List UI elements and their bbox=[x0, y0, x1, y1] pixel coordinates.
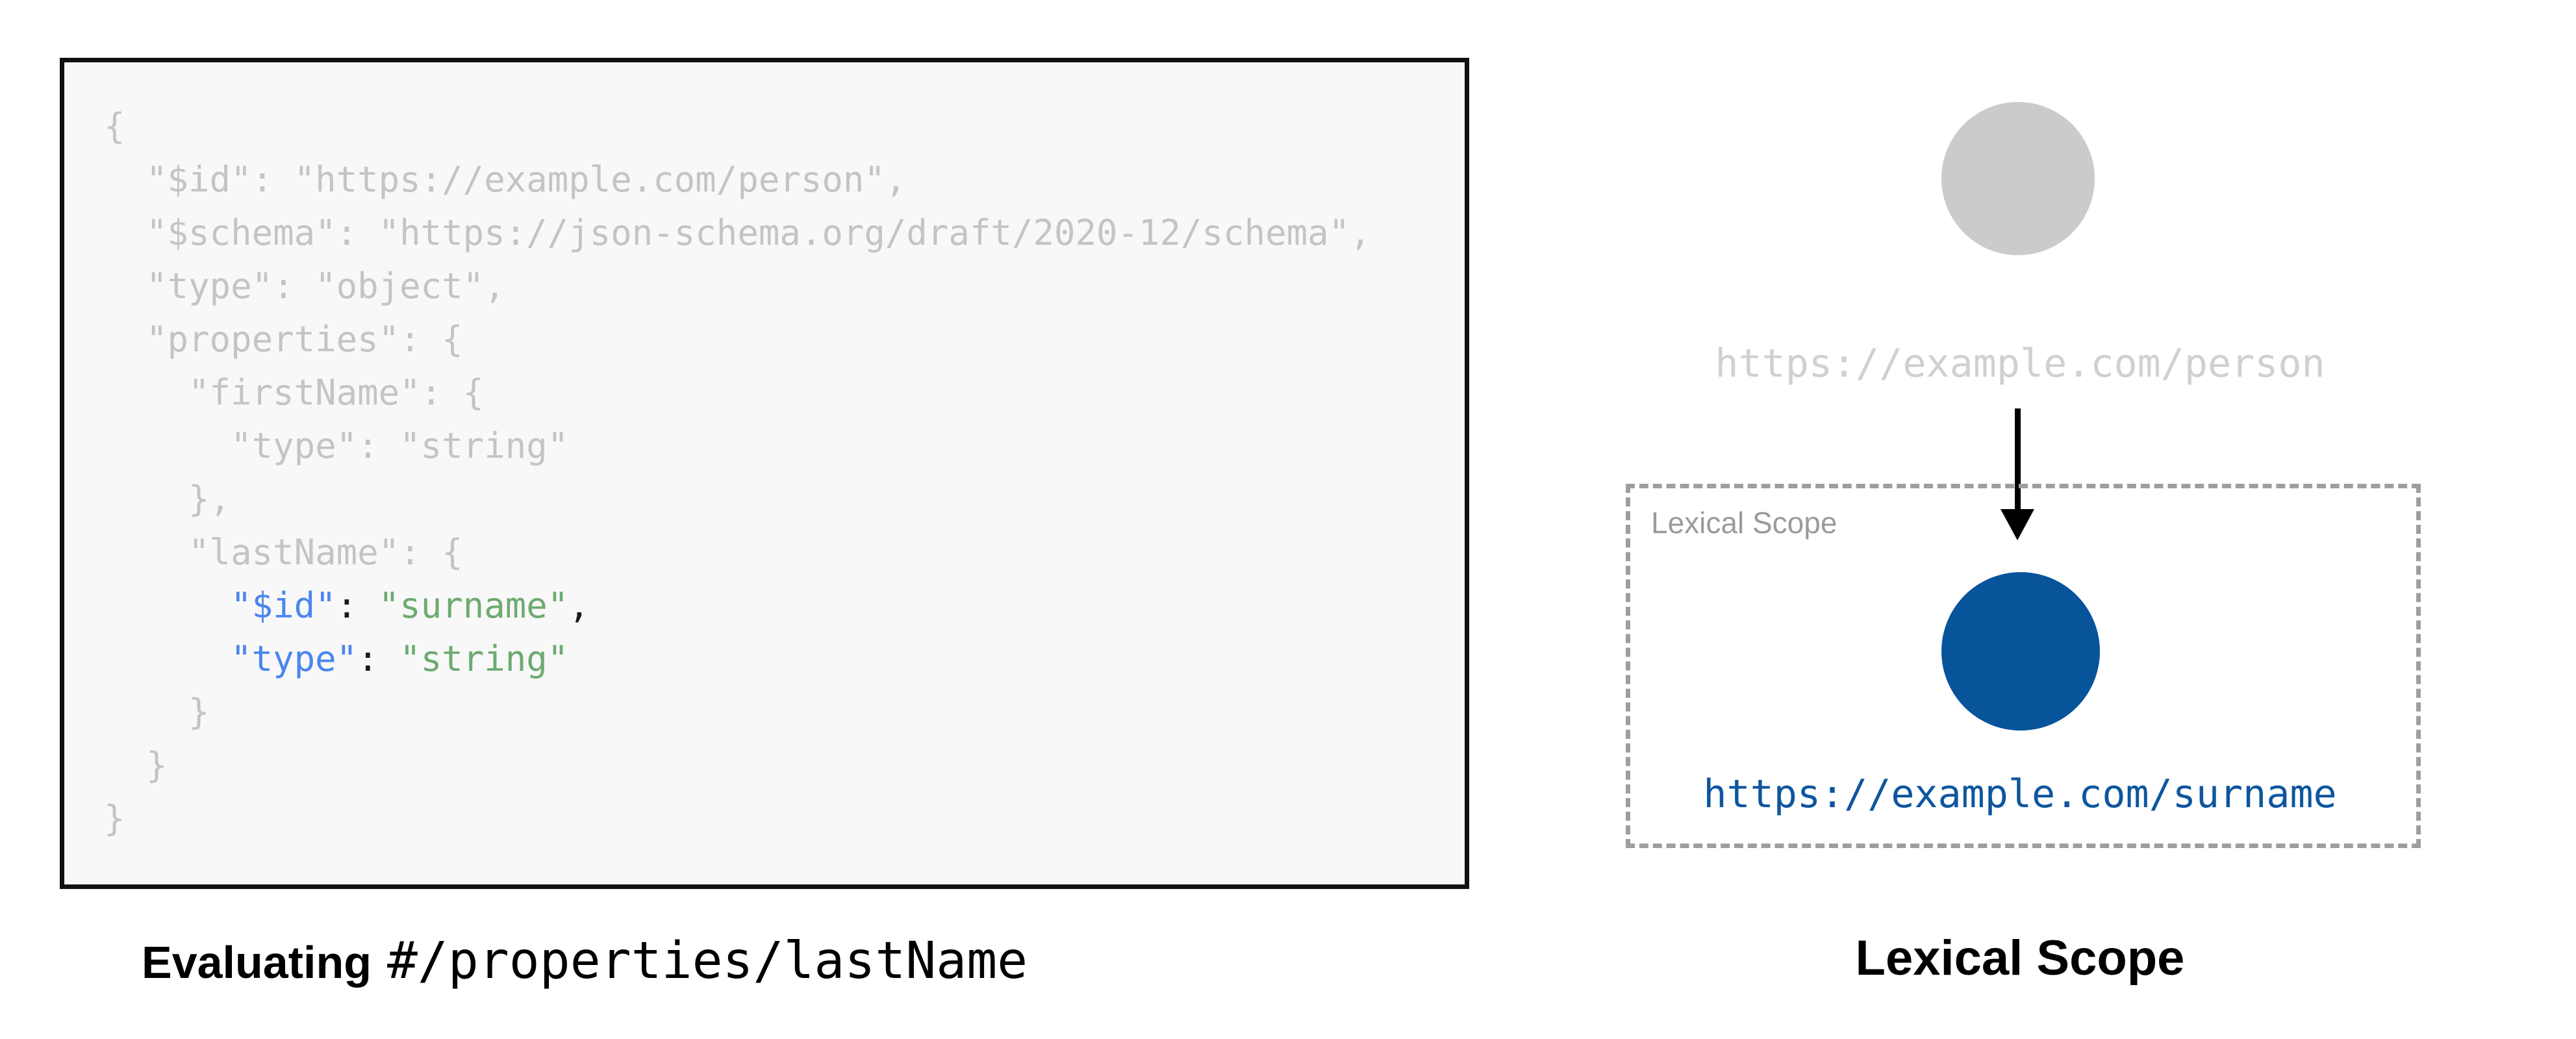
code-token-dim: "$id": "https://example.com/person", bbox=[104, 159, 907, 200]
code-token-dim: } bbox=[104, 692, 210, 732]
code-token-dim: }, bbox=[104, 479, 231, 520]
arrow-down-shaft bbox=[2015, 408, 2021, 512]
lexical-scope-box-label: Lexical Scope bbox=[1651, 506, 1837, 540]
code-token-dim: "type": "object", bbox=[104, 266, 505, 307]
left-caption-evaluating: Evaluating bbox=[142, 937, 372, 988]
parent-schema-node-circle bbox=[1941, 102, 2095, 255]
code-token-dim: { bbox=[104, 106, 125, 147]
code-line: "$schema": "https://json-schema.org/draf… bbox=[104, 207, 1465, 260]
schema-code-box: { "$id": "https://example.com/person", "… bbox=[60, 58, 1469, 889]
code-token-dim bbox=[104, 585, 231, 626]
code-token-pun: : bbox=[336, 585, 379, 626]
code-token-pun: : bbox=[357, 638, 400, 679]
code-token-dim: "properties": { bbox=[104, 319, 463, 360]
arrow-down-head-icon bbox=[2001, 509, 2034, 540]
code-token-str: "string" bbox=[399, 638, 569, 679]
code-token-dim: "$schema": "https://json-schema.org/draf… bbox=[104, 212, 1371, 253]
code-token-dim: } bbox=[104, 798, 125, 839]
code-token-dim: "firstName": { bbox=[104, 372, 485, 413]
code-line: "$id": "https://example.com/person", bbox=[104, 153, 1465, 207]
parent-schema-uri-label: https://example.com/person bbox=[1715, 341, 2325, 386]
code-token-key: "type" bbox=[231, 638, 358, 679]
code-token-str: "surname" bbox=[378, 585, 569, 626]
code-line: } bbox=[104, 792, 1465, 845]
code-line: "$id": "surname", bbox=[104, 579, 1465, 632]
code-line: "properties": { bbox=[104, 313, 1465, 366]
code-line: "type": "string" bbox=[104, 419, 1465, 473]
code-line: "type": "object", bbox=[104, 260, 1465, 313]
code-block: { "$id": "https://example.com/person", "… bbox=[64, 62, 1465, 845]
code-line: "firstName": { bbox=[104, 366, 1465, 419]
code-token-dim: "lastName": { bbox=[104, 532, 463, 573]
code-token-dim bbox=[104, 638, 231, 679]
code-line: "lastName": { bbox=[104, 526, 1465, 579]
code-token-dim: } bbox=[104, 745, 168, 786]
code-token-dim: "type": "string" bbox=[104, 425, 569, 466]
right-caption: Lexical Scope bbox=[1855, 931, 2185, 986]
code-line: } bbox=[104, 686, 1465, 739]
code-line: } bbox=[104, 739, 1465, 792]
code-line: }, bbox=[104, 473, 1465, 526]
code-line: { bbox=[104, 100, 1465, 153]
lexical-scope-box bbox=[1626, 484, 2421, 848]
left-caption: Evaluating #/properties/lastName bbox=[142, 929, 1028, 995]
left-caption-json-pointer: #/properties/lastName bbox=[386, 932, 1028, 990]
code-token-key: "$id" bbox=[231, 585, 336, 626]
embedded-schema-node-circle bbox=[1941, 572, 2100, 731]
code-token-pun: , bbox=[568, 585, 590, 626]
embedded-schema-uri-label: https://example.com/surname bbox=[1703, 771, 2337, 817]
code-line: "type": "string" bbox=[104, 632, 1465, 686]
